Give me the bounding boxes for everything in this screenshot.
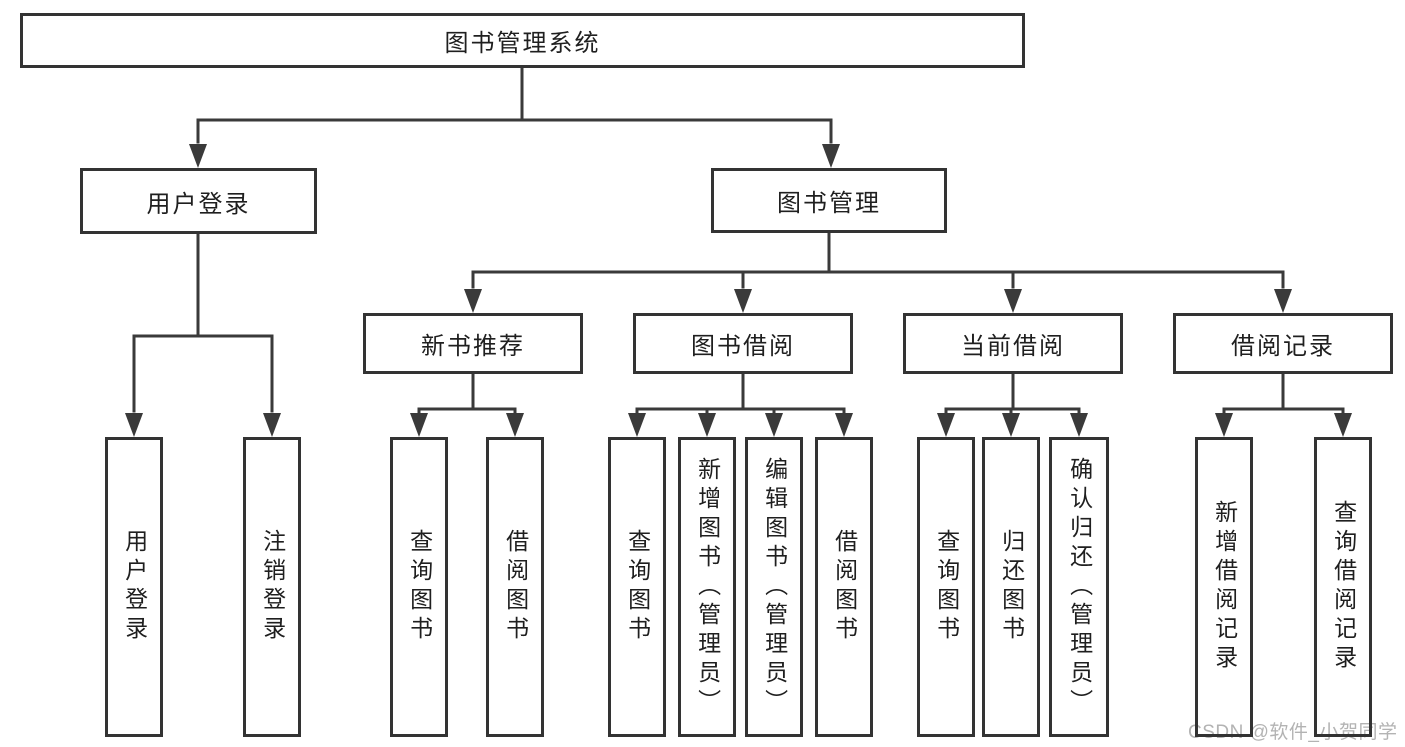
node-user-login-branch: 用户登录 bbox=[80, 168, 317, 234]
node-edit-books-admin: 编辑图书（管理员） bbox=[745, 437, 803, 737]
node-query-books-current: 查询图书 bbox=[917, 437, 975, 737]
node-query-books-borrow: 查询图书 bbox=[608, 437, 666, 737]
node-add-books-admin: 新增图书（管理员） bbox=[678, 437, 736, 737]
node-label: 查询借阅记录 bbox=[1330, 500, 1357, 674]
edge-book-borrow bbox=[635, 372, 846, 414]
node-confirm-return-admin: 确认归还（管理员） bbox=[1049, 437, 1109, 737]
node-label: 查询图书 bbox=[406, 529, 433, 645]
edge-new-books bbox=[417, 372, 517, 414]
edge-root bbox=[196, 66, 833, 144]
node-current-borrow: 当前借阅 bbox=[903, 313, 1123, 374]
node-new-books: 新书推荐 bbox=[363, 313, 583, 374]
node-label: 新增借阅记录 bbox=[1211, 500, 1238, 674]
watermark: CSDN @软件_小贺同学 bbox=[1188, 722, 1398, 743]
node-query-borrow-record: 查询借阅记录 bbox=[1314, 437, 1372, 737]
edge-current-borrow bbox=[944, 372, 1081, 414]
node-label: 归还图书 bbox=[998, 529, 1025, 645]
node-label: 借阅图书 bbox=[831, 529, 858, 645]
node-borrow-books-newbooks: 借阅图书 bbox=[486, 437, 544, 737]
node-logout-login: 注销登录 bbox=[243, 437, 301, 737]
node-label: 注销登录 bbox=[259, 529, 286, 645]
node-book-mgmt-branch: 图书管理 bbox=[711, 168, 947, 233]
node-query-books-newbooks: 查询图书 bbox=[390, 437, 448, 737]
node-label: 查询图书 bbox=[933, 529, 960, 645]
node-user-login: 用户登录 bbox=[105, 437, 163, 737]
edge-borrow-records bbox=[1222, 372, 1345, 414]
node-label: 查询图书 bbox=[624, 529, 651, 645]
node-label: 借阅图书 bbox=[502, 529, 529, 645]
node-borrow-records: 借阅记录 bbox=[1173, 313, 1393, 374]
node-label: 新增图书（管理员） bbox=[694, 456, 721, 718]
node-borrow-books: 借阅图书 bbox=[815, 437, 873, 737]
edge-user-login bbox=[132, 232, 274, 413]
node-label: 编辑图书（管理员） bbox=[761, 456, 788, 718]
node-return-books: 归还图书 bbox=[982, 437, 1040, 737]
node-add-borrow-record: 新增借阅记录 bbox=[1195, 437, 1253, 737]
node-library-system: 图书管理系统 bbox=[20, 13, 1025, 68]
node-book-borrow: 图书借阅 bbox=[633, 313, 853, 374]
arrowheads bbox=[125, 144, 1352, 437]
node-label: 确认归还（管理员） bbox=[1066, 456, 1093, 718]
edge-book-mgmt bbox=[471, 231, 1285, 289]
node-label: 用户登录 bbox=[121, 529, 148, 645]
